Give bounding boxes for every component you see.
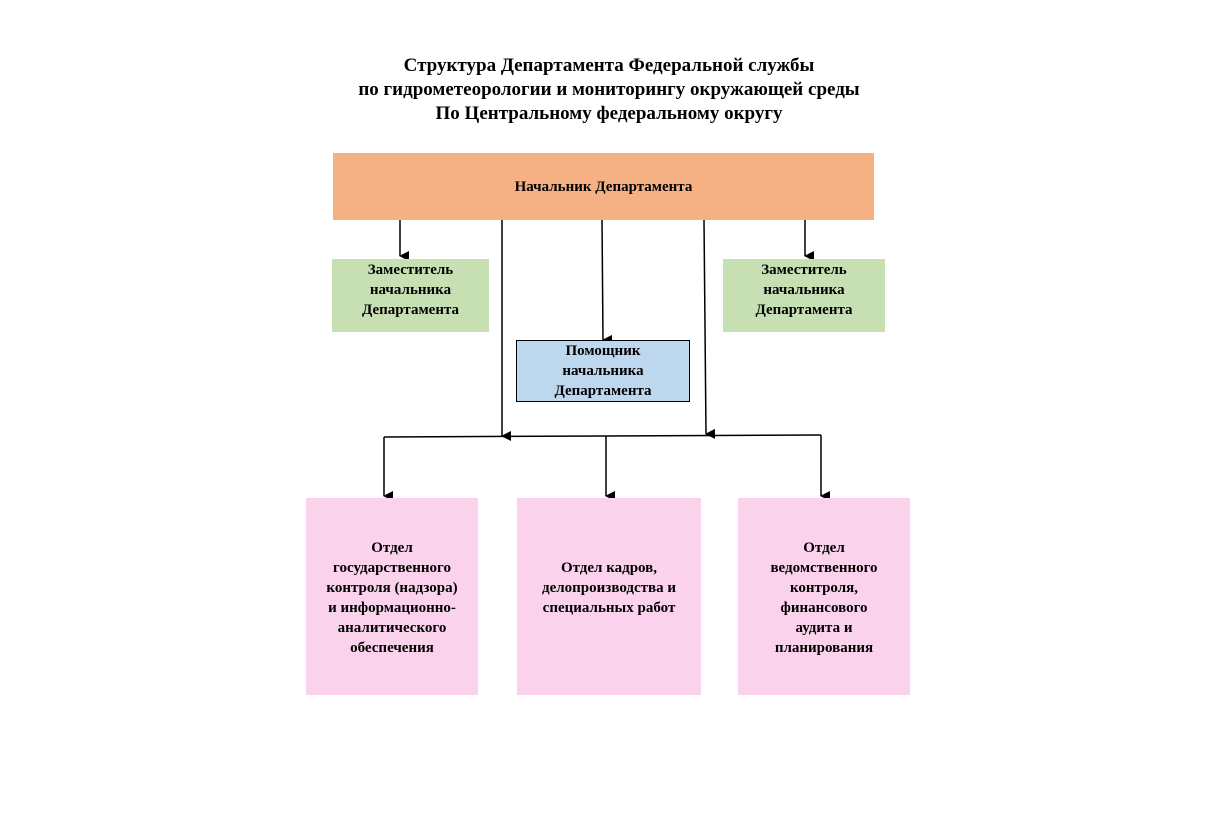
- assistant-line-2: начальника: [562, 363, 644, 379]
- head-of-department-box: Начальник Департамента: [333, 153, 874, 220]
- dept-right-line-6: планирования: [774, 640, 874, 656]
- dept-left-line-2: государственного: [333, 560, 451, 576]
- dept-left-line-3: контроля (надзора): [326, 580, 458, 596]
- assistant-line-3: Департамента: [554, 383, 652, 399]
- arrow-right-to-bus: [703, 219, 716, 439]
- title-line-1: Структура Департамента Федеральной служб…: [403, 55, 815, 76]
- deputy-right-line-1: Заместитель: [761, 262, 847, 278]
- department-state-control-box: Отдел государственного контроля (надзора…: [306, 498, 478, 695]
- dept-right-line-4: финансового: [780, 600, 868, 616]
- deputy-left-line-1: Заместитель: [367, 262, 454, 278]
- arrow-to-assistant: [601, 219, 613, 345]
- dept-left-line-6: обеспечения: [350, 640, 434, 656]
- diagram-title: Структура Департамента Федеральной служб…: [0, 54, 1212, 126]
- deputy-left-line-2: начальника: [369, 282, 452, 298]
- dept-center-line-1: Отдел кадров,: [560, 560, 658, 576]
- dept-left-line-5: аналитического: [337, 620, 447, 636]
- dept-right-line-2: ведомственного: [770, 560, 878, 576]
- title-line-2: по гидрометеорологии и мониторингу окруж…: [358, 79, 860, 100]
- deputy-right-box: Заместитель начальника Департамента: [723, 259, 885, 332]
- department-personnel-box: Отдел кадров, делопроизводства и специал…: [517, 498, 701, 695]
- dept-left-line-1: Отдел: [371, 540, 413, 556]
- dept-right-line-1: Отдел: [803, 540, 845, 556]
- dept-right-line-5: аудита и: [795, 620, 853, 636]
- dept-left-line-4: и информационно-: [328, 600, 456, 616]
- deputy-right-line-3: Департамента: [755, 302, 853, 318]
- bus-line: [383, 434, 822, 438]
- dept-center-line-3: специальных работ: [542, 600, 676, 616]
- deputy-left-box: Заместитель начальника Департамента: [332, 259, 489, 332]
- deputy-left-line-3: Департамента: [361, 302, 460, 318]
- assistant-box: Помощник начальника Департамента: [516, 340, 690, 402]
- assistant-line-1: Помощник: [565, 343, 641, 359]
- deputy-right-line-2: начальника: [763, 282, 845, 298]
- head-label: Начальник Департамента: [514, 178, 693, 195]
- department-departmental-control-box: Отдел ведомственного контроля, финансово…: [738, 498, 910, 695]
- title-line-3: По Центральному федеральному округу: [435, 103, 783, 124]
- dept-right-line-3: контроля,: [789, 580, 859, 596]
- dept-center-line-2: делопроизводства и: [542, 580, 676, 596]
